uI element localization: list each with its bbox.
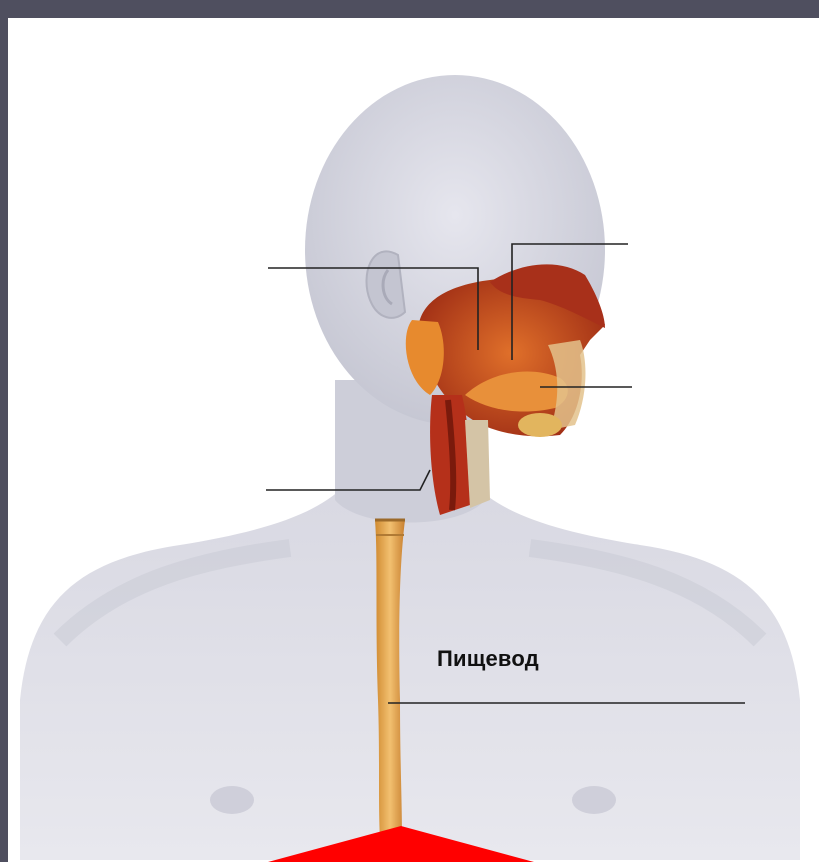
frame-border-top [0, 0, 819, 18]
label-esophagus: Пищевод [437, 646, 539, 672]
frame-border-left [0, 0, 8, 862]
torso [20, 480, 800, 860]
